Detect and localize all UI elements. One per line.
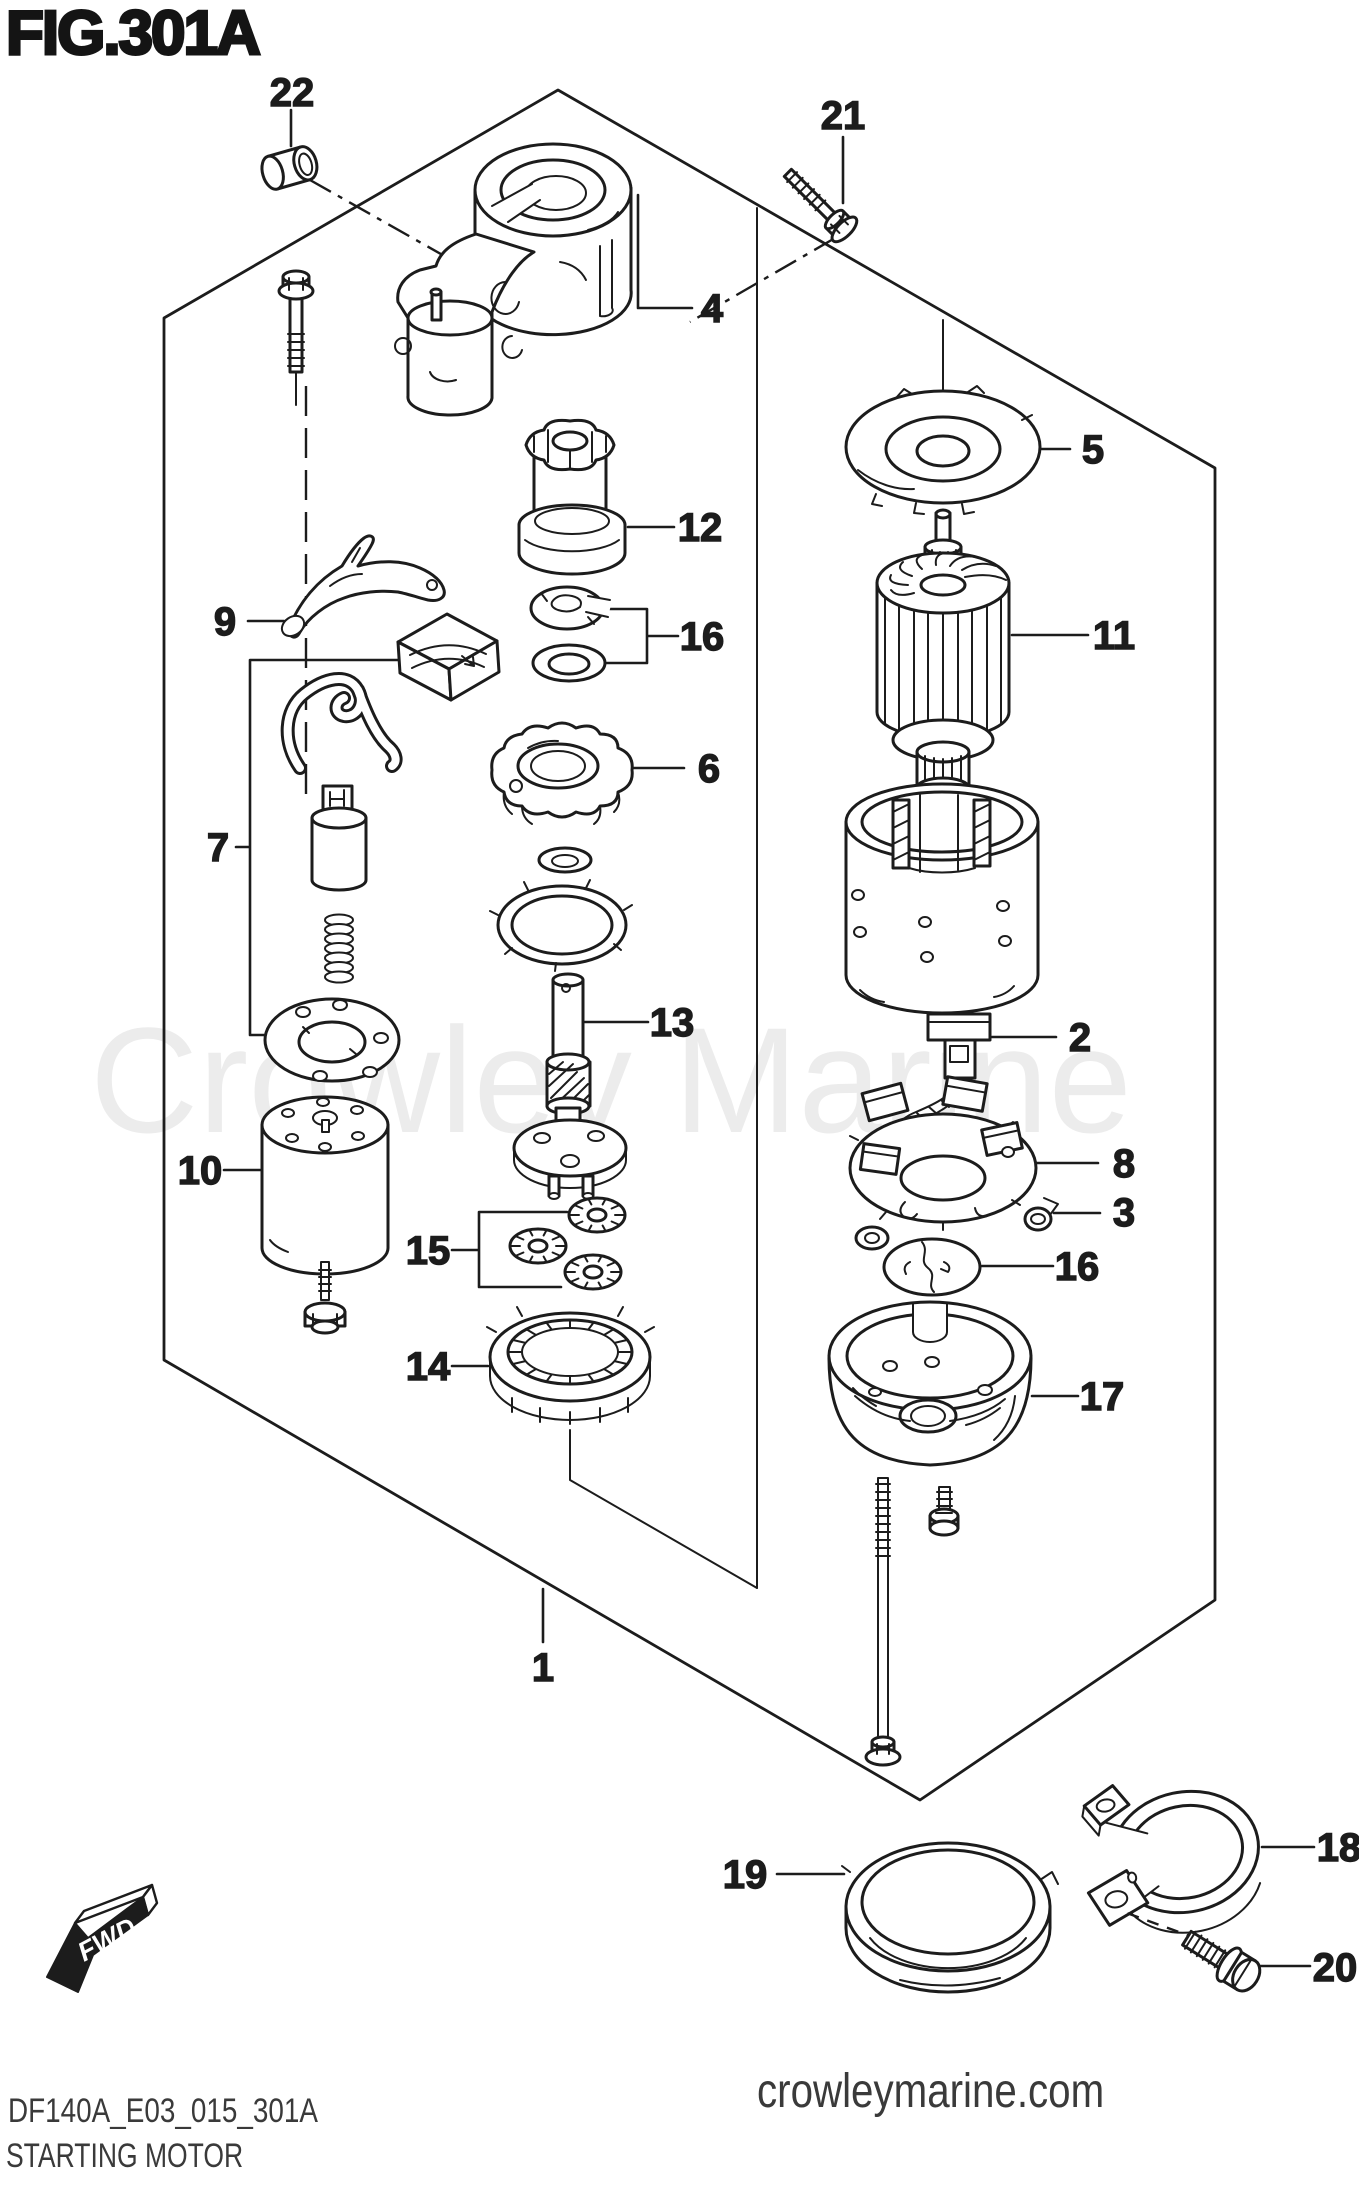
callout-leader-lines [222,108,1316,1968]
callout-3: 3 [1113,1191,1135,1235]
part-motor-case-10 [260,1095,390,1335]
isometric-boundary-box [162,88,1217,1802]
callout-15: 15 [406,1229,451,1273]
part-pinion-12 [517,418,627,576]
callout-22: 22 [270,71,315,115]
part-brush-holder-8 [848,1075,1038,1251]
part-damper-block [396,612,501,702]
part-through-bolt-top [277,269,315,374]
callout-4: 4 [701,287,724,331]
callout-8: 8 [1113,1142,1135,1186]
callout-16a: 16 [680,615,725,659]
callout-12: 12 [678,506,723,550]
fwd-direction-arrow: FWD [46,1883,159,1993]
callout-13: 13 [650,1001,695,1045]
part-field-yoke [844,782,1040,1015]
callout-18: 18 [1317,1826,1359,1870]
callout-labels: 1 2 3 4 5 6 7 8 9 10 11 12 13 14 15 16 1… [177,70,1359,1990]
footer-part-code: DF140A_E03_015_301A [8,2091,318,2129]
callout-16b: 16 [1055,1245,1100,1289]
part-eclip-washer-16 [529,585,612,683]
part-ring-gear-14 [486,1306,655,1425]
callout-14: 14 [406,1345,451,1389]
part-drive-housing-4 [394,142,633,417]
callout-21: 21 [821,94,866,138]
part-lock-washer-16b [882,1237,982,1297]
part-bolt-20 [1181,1929,1262,1993]
part-end-plate-7 [263,997,401,1083]
part-cap-6 [490,721,634,825]
part-screw-small [928,1486,960,1537]
footer-website: crowleymarine.com [757,2065,1104,2118]
callout-20: 20 [1313,1946,1358,1990]
callout-9: 9 [214,600,236,644]
part-end-cap-17 [827,1300,1033,1467]
part-plunger [310,784,368,892]
callout-1: 1 [532,1646,554,1690]
part-clamp-18 [1081,1784,1262,1941]
callout-11: 11 [1093,614,1135,658]
part-shaft-13 [512,972,628,1200]
part-armature-11 [875,508,1011,810]
part-clamp-ring-19 [841,1841,1059,1994]
part-terminal-2 [895,1012,992,1135]
part-washer-gasket [489,846,633,972]
callout-10: 10 [178,1149,223,1193]
part-clip-3 [1023,1197,1059,1232]
part-bushing-22 [260,145,319,191]
part-spring-hook [280,672,403,775]
footer-caption: STARTING MOTOR [6,2137,243,2175]
figure-title: FIG.301A [6,0,260,68]
callout-17: 17 [1080,1375,1125,1419]
callout-5: 5 [1082,428,1104,472]
part-plate-5 [844,385,1042,515]
part-gears-15 [508,1196,627,1291]
callout-2: 2 [1069,1016,1091,1060]
part-coil-spring [324,913,354,984]
part-lever-9 [280,534,446,639]
part-bolt-21 [782,167,859,244]
callout-7: 7 [207,826,229,870]
part-through-bolt-long [864,1477,902,1767]
callout-19: 19 [723,1853,768,1897]
callout-6: 6 [698,747,720,791]
